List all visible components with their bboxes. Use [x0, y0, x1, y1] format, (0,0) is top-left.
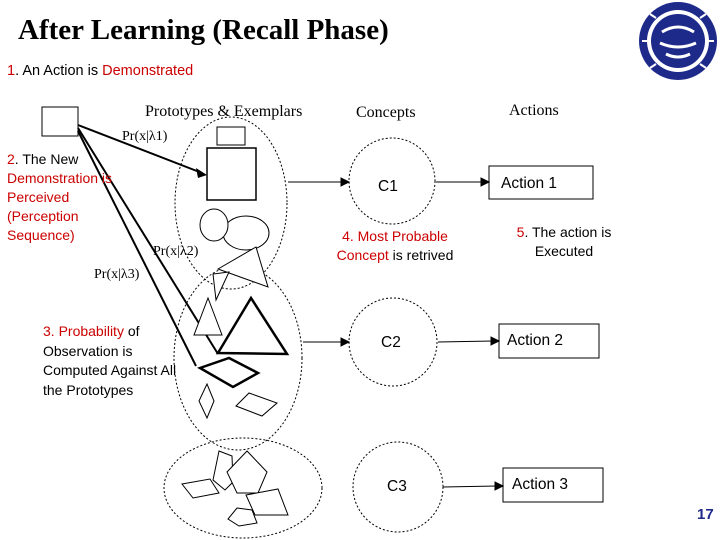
cluster-2-prototypes: [193, 246, 290, 420]
cluster-1-prototypes: [199, 126, 270, 251]
step-5-number: 5: [516, 224, 525, 240]
observation-box: [41, 106, 79, 137]
concept-label-c2: C2: [381, 334, 401, 351]
concept-circle-c1: [348, 137, 436, 225]
step-5-text: 5. The action is Executed: [496, 223, 632, 261]
concept-circle-c2: [348, 297, 438, 387]
action-label-2: Action 2: [507, 332, 564, 349]
step-1-text: 1. An Action is Demonstrated: [7, 63, 193, 79]
concept-label-c3: C3: [387, 478, 407, 495]
step-4-number: 4: [342, 228, 350, 244]
step-2-highlight: Demonstration is Perceived (Perception S…: [7, 170, 113, 243]
step-1-number: 1: [7, 63, 16, 79]
step-4-text: 4. Most Probable Concept is retrived: [320, 227, 470, 265]
prototype-concept-arrows: [288, 177, 351, 347]
step-2-label: . The New: [14, 151, 79, 167]
probability-arrowhead: [196, 168, 207, 178]
step-5-label: . The action is Executed: [524, 224, 612, 259]
step-1-label: . An Action is: [15, 63, 103, 79]
step-1-highlight: Demonstrated: [102, 63, 194, 79]
step-3-highlight: . Probability: [50, 323, 128, 339]
step-2-number: 2: [7, 151, 15, 167]
header-prototypes: Prototypes & Exemplars: [145, 103, 303, 120]
step-4-highlight: . Most Probable Concept: [336, 228, 448, 263]
concept-action-arrows: [436, 177, 505, 491]
concept-label-c1: C1: [378, 178, 398, 195]
cluster-3-ellipse: [163, 437, 323, 539]
action-box-3: [502, 467, 604, 503]
step-3-number: 3: [43, 323, 51, 339]
action-label-1: Action 1: [501, 175, 558, 192]
probability-label-2: Pr(x|λ2): [153, 244, 199, 259]
step-4-label: is retrived: [388, 247, 454, 263]
probability-label-1: Pr(x|λ1): [122, 129, 168, 144]
page-number: 17: [697, 506, 714, 523]
cluster-2-ellipse: [173, 265, 303, 451]
step-2-text: 2. The New Demonstration is Perceived (P…: [7, 150, 137, 245]
cluster-1-ellipse: [174, 116, 288, 290]
probability-lines: [77, 124, 219, 367]
header-actions: Actions: [509, 102, 559, 119]
probability-label-3: Pr(x|λ3): [94, 267, 140, 282]
step-3-label: of Observation is Computed Against All t…: [43, 323, 177, 398]
step-3-text: 3. Probability of Observation is Compute…: [43, 322, 193, 400]
slide-title: After Learning (Recall Phase): [18, 14, 389, 46]
action-label-3: Action 3: [512, 476, 569, 493]
cluster-3-prototypes: [181, 450, 289, 527]
university-seal-icon: [639, 2, 717, 80]
header-concepts: Concepts: [356, 104, 416, 121]
